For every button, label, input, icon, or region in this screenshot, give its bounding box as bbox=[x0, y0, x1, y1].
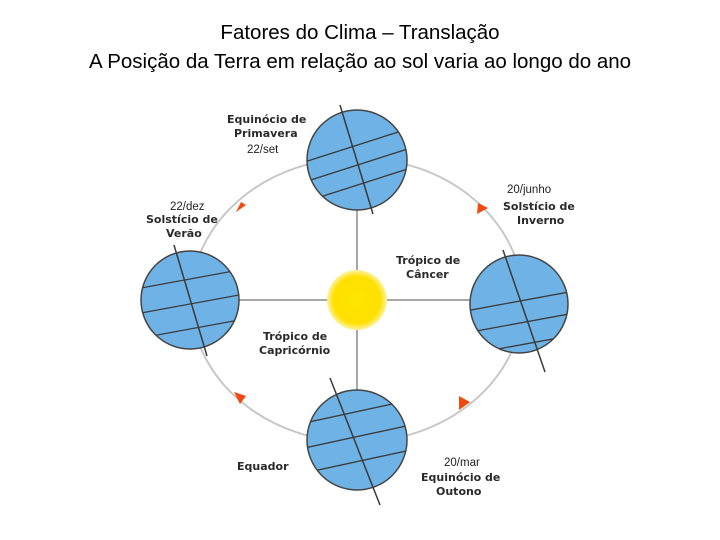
orbit-arrow-top-left bbox=[236, 202, 246, 212]
earth-bottom bbox=[306, 377, 408, 506]
page-title: Fatores do Clima – Translação bbox=[220, 21, 500, 44]
orbit-arrow-top-right bbox=[477, 203, 488, 214]
earth-left bbox=[140, 244, 240, 357]
label-bottom-date: 20/mar bbox=[444, 457, 480, 469]
label-bottom-line2: Outono bbox=[436, 485, 482, 498]
label-top-date: 22/set bbox=[247, 144, 279, 156]
label-right-date: 20/junho bbox=[507, 184, 551, 196]
label-capricorn-line2: Capricórnio bbox=[259, 344, 331, 357]
earth-right bbox=[469, 249, 569, 373]
label-top-line2: Primavera bbox=[234, 127, 298, 140]
label-cancer-line2: Câncer bbox=[406, 268, 449, 281]
label-equator: Equador bbox=[237, 460, 289, 473]
label-bottom-line1: Equinócio de bbox=[421, 471, 500, 484]
earth-top bbox=[306, 104, 408, 215]
orbit-arrow-bottom-right bbox=[459, 396, 470, 410]
label-cancer-line1: Trópico de bbox=[396, 254, 460, 267]
label-right-line2: Inverno bbox=[517, 214, 565, 227]
page-subtitle: A Posição da Terra em relação ao sol var… bbox=[88, 50, 632, 73]
label-left-date: 22/dez bbox=[170, 201, 205, 213]
label-top-line1: Equinócio de bbox=[227, 113, 306, 126]
label-left-line2: Verão bbox=[166, 227, 202, 240]
label-capricorn-line1: Trópico de bbox=[263, 330, 327, 343]
label-left-line1: Solstício de bbox=[146, 213, 218, 226]
label-right-line1: Solstício de bbox=[503, 200, 575, 213]
orbit-arrow-bottom-left bbox=[234, 392, 246, 404]
sun bbox=[327, 270, 387, 330]
